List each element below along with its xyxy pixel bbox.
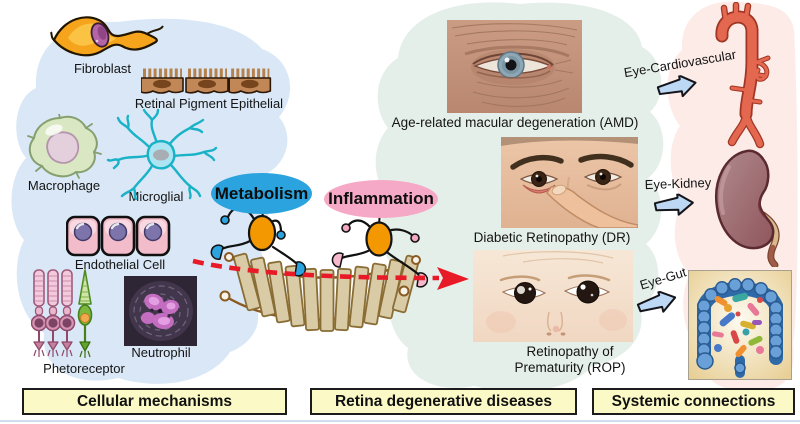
inflammation-label: Inflammation [328, 189, 434, 208]
rop-label-line2: Prematurity (ROP) [514, 360, 626, 375]
fibroblast-illustration [50, 16, 164, 57]
cellular-mechanisms-box: Cellular mechanisms [22, 388, 287, 415]
macrophage-illustration [27, 114, 102, 179]
membrane-slats [233, 252, 420, 332]
amd-label: Age-related macular degeneration (AMD) [391, 115, 639, 130]
red-dashed-arrow [192, 258, 469, 290]
eye-kidney-arrow [653, 192, 694, 216]
rpe-illustration [141, 66, 273, 96]
microglial-label: Microglial [128, 189, 184, 204]
metabolism-ellipse: Metabolism [211, 173, 312, 214]
metabolism-molecule [210, 206, 307, 277]
dr-label: Diabetic Retinopathy (DR) [473, 230, 631, 245]
diseases-box-label: Retina degenerative diseases [334, 392, 553, 410]
eye-gut-arrow [636, 290, 677, 313]
gut-illustration [688, 270, 792, 380]
fibroblast-label: Fibroblast [73, 61, 132, 76]
rop-label-line1: Retinopathy of [526, 344, 614, 359]
macrophage-label: Macrophage [27, 178, 101, 193]
photoreceptor-label: Phetoreceptor [43, 361, 125, 376]
bottom-rule [0, 420, 800, 422]
endothelial-illustration [66, 215, 171, 257]
rop-baby-photo [473, 250, 633, 342]
systemic-box-label: Systemic connections [611, 392, 776, 410]
inflammation-molecule [331, 210, 429, 288]
rpe-label: Retinal Pigment Epithelial [134, 96, 284, 111]
rop-label: Retinopathy of Prematurity (ROP) [500, 344, 640, 376]
amd-eye-photo [447, 20, 582, 113]
dr-eyes-photo [501, 137, 638, 228]
inflammation-ellipse: Inflammation [324, 180, 438, 218]
gut-microbes [711, 292, 764, 358]
photoreceptor-illustration [31, 269, 93, 358]
cone-cell [77, 269, 93, 358]
kidney-illustration [715, 149, 780, 267]
eye-kidney-label: Eye-Kidney [644, 174, 712, 193]
retina-diseases-box: Retina degenerative diseases [310, 388, 577, 415]
systemic-connections-box: Systemic connections [592, 388, 795, 415]
eye-cardiovascular-arrow [656, 74, 697, 98]
neutrophil-label: Neutrophil [131, 345, 191, 360]
microglial-illustration [106, 108, 218, 200]
cellular-box-label: Cellular mechanisms [76, 392, 233, 410]
aorta-illustration [715, 2, 771, 149]
pathway-illustration [192, 206, 469, 332]
endothelial-label: Endothelial Cell [74, 257, 166, 272]
metabolism-label: Metabolism [214, 183, 309, 203]
neutrophil-illustration [124, 276, 197, 346]
